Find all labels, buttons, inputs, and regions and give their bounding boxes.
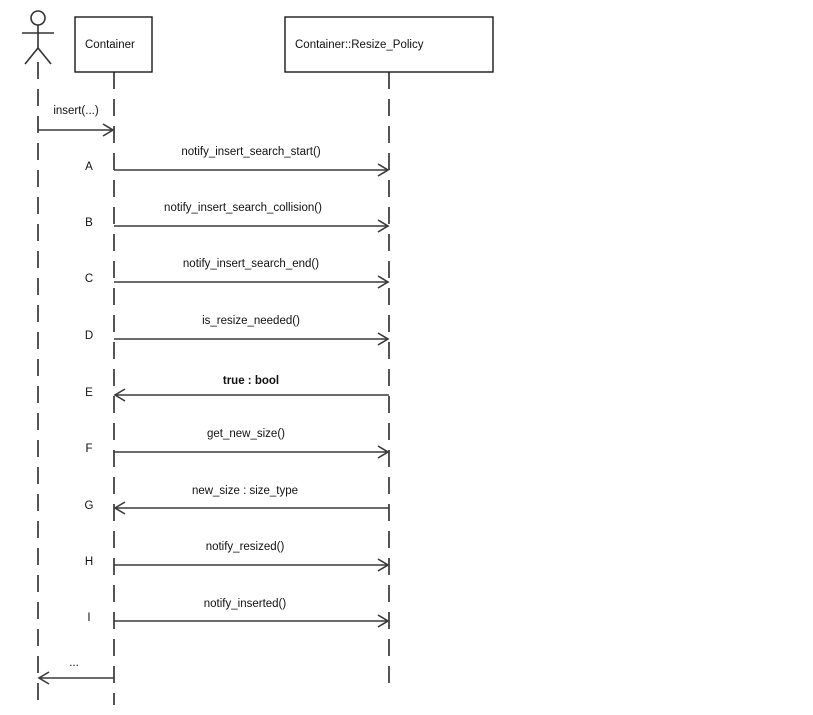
message-label-h: notify_resized() bbox=[206, 541, 285, 553]
arrowhead-right-icon bbox=[377, 332, 390, 346]
message-label-c: notify_insert_search_end() bbox=[183, 258, 319, 270]
step-letter-e: E bbox=[85, 387, 93, 399]
actor-figure bbox=[22, 10, 54, 65]
step-letter-f: F bbox=[85, 443, 92, 455]
step-letter-i: I bbox=[87, 612, 90, 624]
actor-leg-left bbox=[24, 47, 39, 65]
participant-container[interactable]: Container bbox=[74, 16, 153, 73]
message-label-e-type: : bool bbox=[245, 375, 280, 387]
arrowhead-right-icon bbox=[377, 445, 390, 459]
step-letter-h: H bbox=[85, 556, 93, 568]
message-label-e: true : bool bbox=[223, 375, 279, 387]
message-label-f: get_new_size() bbox=[207, 428, 285, 440]
arrowhead-left-icon bbox=[113, 388, 126, 402]
message-label-b: notify_insert_search_collision() bbox=[164, 202, 322, 214]
message-i: notify_inserted() bbox=[114, 598, 390, 628]
actor-head-icon bbox=[30, 10, 46, 26]
message-label-a: notify_insert_search_start() bbox=[181, 146, 321, 158]
message-label-g: new_size : size_type bbox=[192, 485, 298, 497]
participant-resize-policy[interactable]: Container::Resize_Policy bbox=[284, 16, 494, 73]
message-f: get_new_size() bbox=[114, 428, 390, 459]
message-label-i: notify_inserted() bbox=[204, 598, 287, 610]
participant-label-resize-policy: Container::Resize_Policy bbox=[295, 39, 424, 51]
message-d: is_resize_needed() bbox=[114, 315, 390, 346]
message-final-return: ... bbox=[37, 657, 114, 685]
arrowhead-right-icon bbox=[377, 163, 390, 177]
arrowhead-right-icon bbox=[377, 558, 390, 572]
message-c: notify_insert_search_end() bbox=[114, 258, 390, 289]
message-g: new_size : size_type bbox=[113, 485, 389, 515]
step-letter-b: B bbox=[85, 217, 93, 229]
arrowhead-right-icon bbox=[102, 123, 115, 137]
step-letter-d: D bbox=[85, 330, 93, 342]
message-b: notify_insert_search_collision() bbox=[114, 202, 390, 233]
step-letter-c: C bbox=[85, 273, 93, 285]
message-insert: insert(...) bbox=[38, 105, 115, 137]
participant-box-resize-policy[interactable] bbox=[284, 16, 494, 73]
message-e: true : bool bbox=[113, 375, 389, 402]
message-a: notify_insert_search_start() bbox=[114, 146, 390, 177]
step-letter-g: G bbox=[85, 500, 94, 512]
message-label-d: is_resize_needed() bbox=[202, 315, 300, 327]
step-letter-a: A bbox=[85, 161, 93, 173]
arrowhead-right-icon bbox=[377, 219, 390, 233]
arrowhead-left-icon bbox=[37, 671, 50, 685]
message-h: notify_resized() bbox=[114, 541, 390, 572]
arrowhead-right-icon bbox=[377, 614, 390, 628]
participant-label-container: Container bbox=[85, 39, 135, 51]
arrowhead-left-icon bbox=[113, 501, 126, 515]
arrowhead-right-icon bbox=[377, 275, 390, 289]
message-label-insert: insert(...) bbox=[53, 105, 99, 117]
actor-leg-right bbox=[37, 47, 52, 65]
message-label-e-value: true bbox=[223, 375, 245, 387]
participant-box-container[interactable] bbox=[74, 16, 153, 73]
message-label-final-return: ... bbox=[69, 657, 79, 669]
